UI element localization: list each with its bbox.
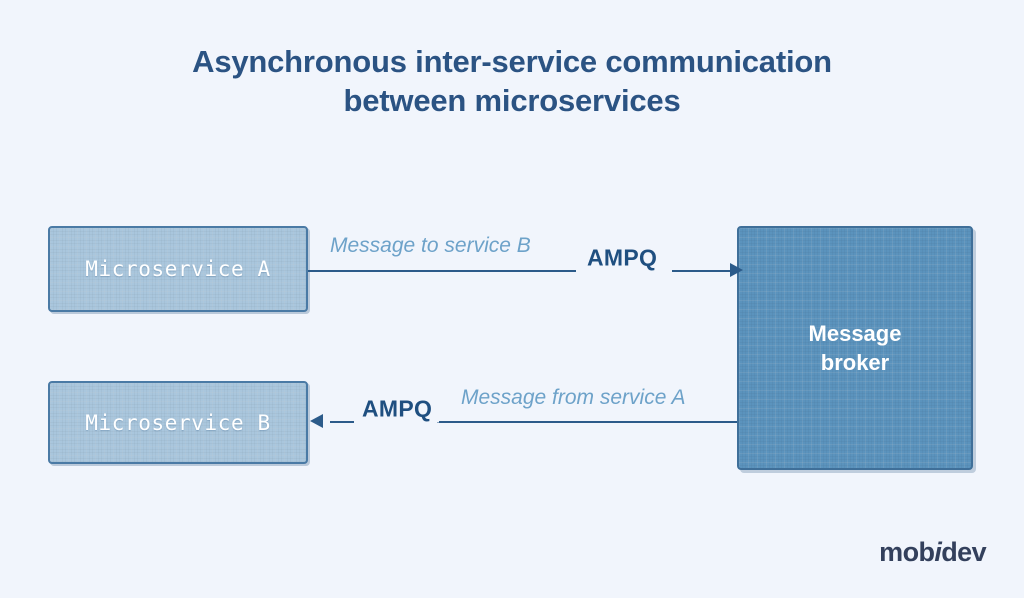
node-microservice-b: Microservice B <box>48 381 308 464</box>
mobidev-logo: mobidev <box>879 537 986 568</box>
edge-broker-to-b-note: Message from service A <box>461 386 686 409</box>
page-title: Asynchronous inter-service communication… <box>0 42 1024 120</box>
arrow-right-icon <box>730 263 743 277</box>
title-line-2: between microservices <box>343 83 681 118</box>
broker-label-line-1: Message <box>808 321 902 346</box>
edge-a-to-broker-protocol-tag: AMPQ <box>580 244 665 272</box>
edge-broker-to-b-line-left <box>330 421 354 423</box>
edge-broker-to-b-line-right <box>437 421 737 423</box>
edge-a-to-broker-line-right <box>672 270 736 272</box>
broker-label-line-2: broker <box>820 350 890 375</box>
title-line-1: Asynchronous inter-service communication <box>192 44 832 79</box>
node-microservice-b-label: Microservice B <box>85 410 271 435</box>
node-message-broker: Message broker <box>737 226 973 470</box>
node-microservice-a: Microservice A <box>48 226 308 312</box>
logo-text-italic: i <box>934 537 942 567</box>
edge-broker-to-b-protocol-tag: AMPQ <box>355 395 440 423</box>
node-microservice-a-label: Microservice A <box>85 257 271 281</box>
edge-a-to-broker-line-left <box>308 270 576 272</box>
logo-text-part-2: dev <box>941 537 986 567</box>
node-message-broker-label: Message broker <box>809 319 902 377</box>
logo-text-part-1: mob <box>879 537 935 567</box>
edge-a-to-broker-note: Message to service B <box>330 234 531 257</box>
arrow-left-icon <box>310 414 323 428</box>
